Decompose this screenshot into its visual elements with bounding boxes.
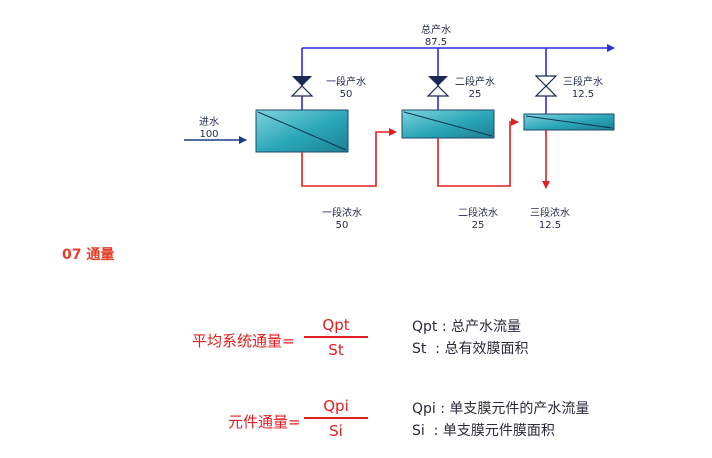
element-flux-fraction: Qpi Si — [304, 396, 368, 441]
definition-row: Qpt : 总产水流量 — [412, 319, 522, 335]
system-flux-formula-lhs: 平均系统通量= — [192, 332, 295, 350]
system-flux-denominator: St — [328, 341, 344, 359]
inlet-label: 进水 — [199, 116, 219, 128]
section-title: 07 通量 — [62, 247, 115, 263]
stage1-valve-icon — [290, 76, 314, 97]
stage2-concentrate-value: 25 — [472, 220, 485, 231]
stage3-permeate-value: 12.5 — [572, 89, 594, 100]
element-flux-denominator: Si — [329, 422, 343, 440]
stage3-concentrate-value: 12.5 — [539, 220, 561, 231]
stage3-permeate-label: 三段产水 — [563, 75, 603, 88]
stage2-permeate-value: 25 — [469, 89, 482, 100]
stage2-permeate-label: 二段产水 — [455, 75, 495, 88]
system-flux-definitions: Qpt : 总产水流量 St : 总有效膜面积 — [412, 316, 528, 360]
stage2-concentrate-label: 二段浓水 — [458, 206, 498, 219]
stage1-concentrate-label: 一段浓水 — [322, 206, 362, 219]
element-flux-definitions: Qpi : 单支膜元件的产水流量 Si : 单支膜元件膜面积 — [412, 398, 589, 442]
stage2-concentrate-line — [437, 118, 519, 187]
stage3-concentrate-label: 三段浓水 — [530, 206, 570, 219]
element-flux-numerator: Qpi — [323, 397, 349, 415]
stage1-permeate-value: 50 — [340, 89, 353, 100]
stage3-valve-icon — [534, 75, 558, 97]
fraction-bar — [304, 336, 368, 338]
stage2-membrane-vessel — [401, 109, 495, 139]
stage3-membrane-vessel — [523, 113, 615, 131]
stage1-concentrate-line — [301, 128, 397, 187]
stage1-membrane-vessel — [255, 109, 349, 153]
inlet-value: 100 — [199, 129, 218, 140]
process-flow-diagram: 总产水 87.5 进水 100 一段产水 50 二段产水 25 三段产水 12.… — [184, 23, 615, 231]
element-flux-formula-lhs: 元件通量= — [228, 413, 301, 431]
definition-row: St : 总有效膜面积 — [412, 341, 529, 357]
total-product-value: 87.5 — [425, 37, 447, 48]
system-flux-fraction: Qpt St — [304, 315, 368, 360]
fraction-bar — [304, 417, 368, 419]
stage1-permeate-label: 一段产水 — [326, 75, 366, 88]
stage2-valve-icon — [426, 76, 450, 97]
stage1-concentrate-value: 50 — [336, 220, 349, 231]
definition-row: Si : 单支膜元件膜面积 — [412, 423, 555, 439]
definition-row: Qpi : 单支膜元件的产水流量 — [412, 401, 590, 417]
system-flux-numerator: Qpt — [322, 316, 350, 334]
total-product-label: 总产水 — [421, 23, 451, 36]
